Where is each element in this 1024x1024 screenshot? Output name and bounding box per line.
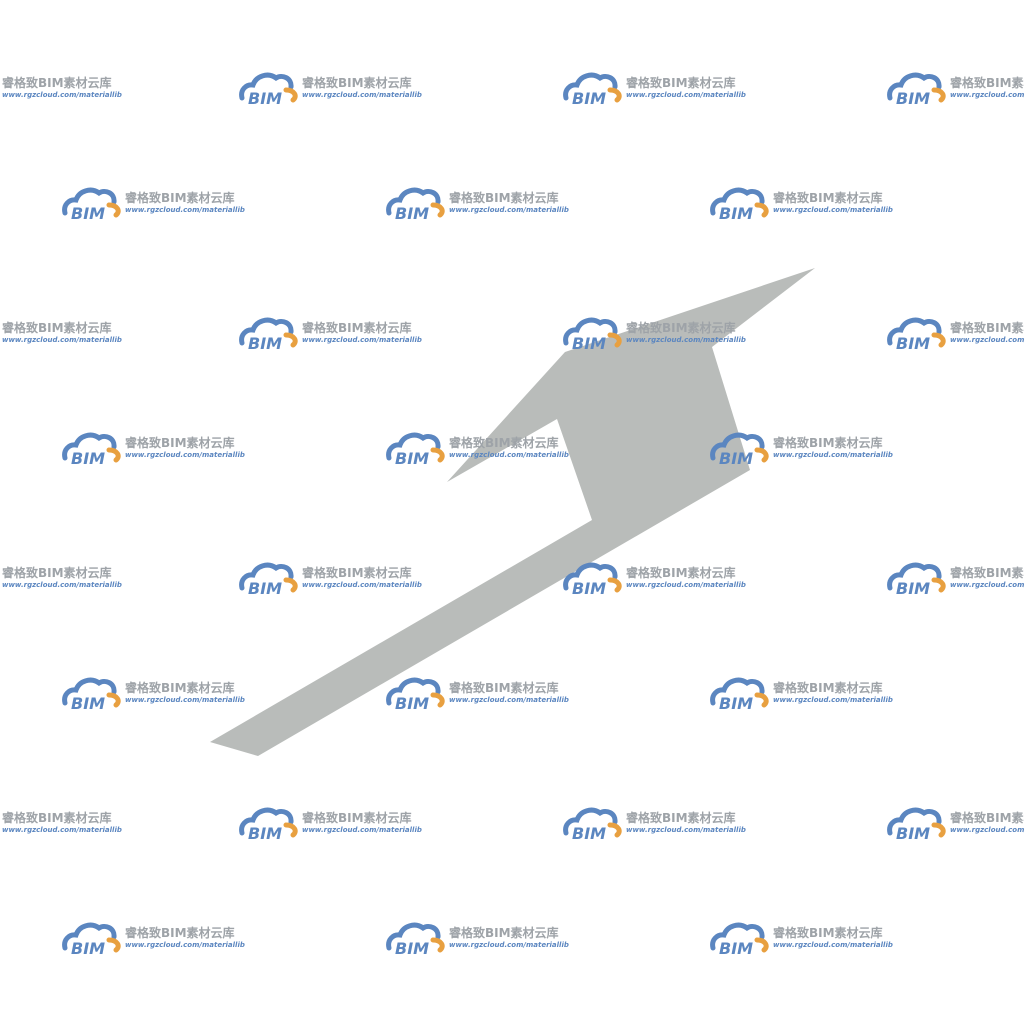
zigzag-up-arrow-icon: [210, 268, 815, 756]
